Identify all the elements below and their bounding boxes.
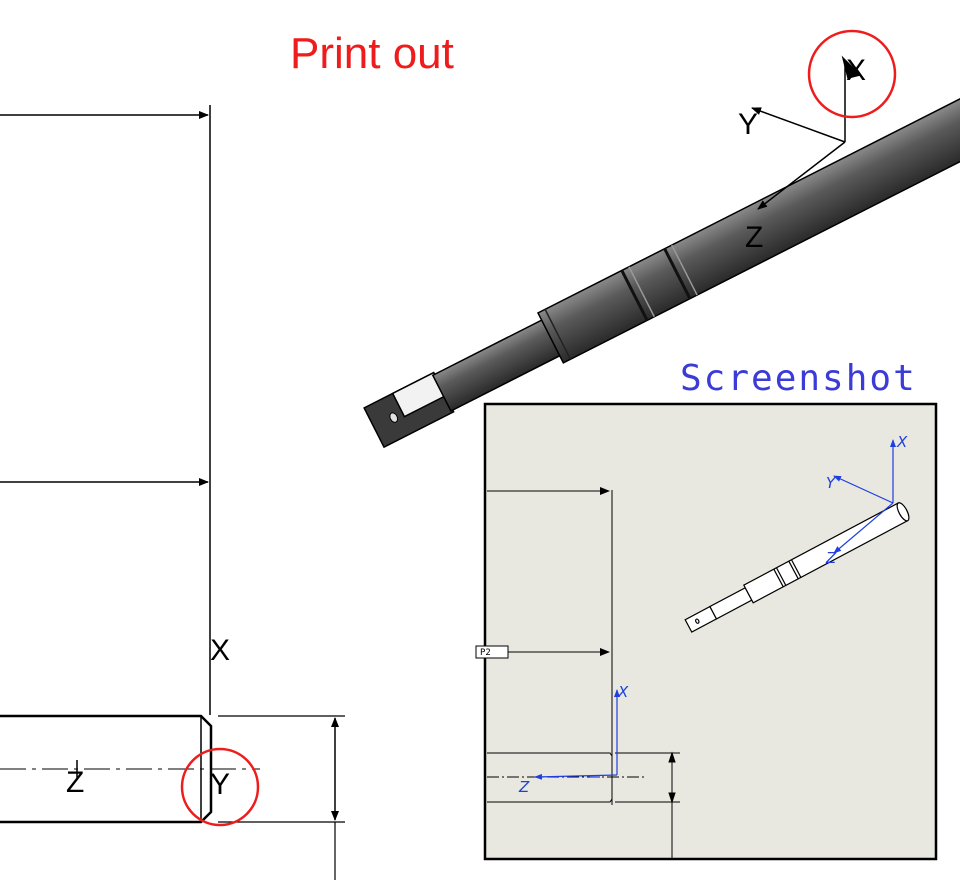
print-iso-axis-x-arrow — [841, 55, 862, 79]
screen-dim-tag-box — [475, 645, 509, 659]
print-iso-shaft — [363, 85, 960, 449]
screenshot-panel: P2 X Z X Y Z — [475, 402, 938, 861]
screen-side-axis-z-line — [534, 773, 618, 780]
screen-shaft-groove-1 — [773, 568, 784, 588]
shaft-small-section — [431, 318, 563, 412]
print-iso-axis-z: Z — [745, 221, 763, 254]
screen-shaft-far-end — [896, 502, 910, 522]
print-drawing — [0, 105, 345, 880]
screen-drawing — [475, 487, 680, 860]
screenshot-frame — [483, 402, 938, 861]
screen-side-axis-x: X — [617, 683, 629, 701]
print-iso-axis-y-line — [751, 107, 846, 143]
screen-iso-shaft — [684, 502, 910, 633]
screen-side-axis-z: Z — [518, 778, 530, 796]
highlight-circle-side-y — [180, 747, 260, 827]
screen-dim-tag: P2 — [480, 648, 491, 658]
screen-iso-axis-y: Y — [826, 474, 837, 492]
highlight-circle-iso-x — [807, 29, 897, 119]
shaft-step-line — [544, 309, 572, 360]
print-iso-axis-y: Y — [738, 108, 758, 141]
screen-iso-axis-y-line — [833, 475, 894, 504]
print-iso-axis-x: X — [846, 54, 866, 87]
print-side-axis-z: Z — [66, 766, 84, 799]
screen-shaft-groove-3 — [788, 560, 799, 580]
screen-shaft-groove-2 — [775, 567, 787, 586]
screenshot-label: Screenshot — [680, 358, 917, 399]
print-iso-axis-z-line — [757, 141, 846, 210]
screen-dim-arrow-bottom — [668, 792, 676, 804]
screen-side-triad — [534, 689, 620, 780]
screen-iso-axis-x: X — [896, 433, 908, 451]
shaft-groove-2 — [628, 266, 655, 318]
screen-shaft-hole — [695, 618, 700, 624]
shaft-groove-1 — [620, 269, 649, 322]
screen-iso-triad — [833, 439, 896, 554]
print-iso-triad — [751, 55, 862, 210]
shaft-groove-4 — [671, 244, 698, 296]
print-out-label: Print out — [290, 29, 454, 78]
shaft-groove-3 — [663, 248, 692, 300]
shaft-end-hole — [389, 412, 399, 423]
print-side-axis-x: X — [210, 634, 230, 667]
screen-iso-axis-z: Z — [825, 549, 837, 567]
print-side-axis-y: Y — [210, 768, 230, 801]
screen-shaft-groove-4 — [790, 559, 802, 578]
screen-dim-arrow-top — [668, 751, 676, 763]
screen-iso-axis-z-line — [833, 502, 894, 554]
shaft-main-body — [536, 85, 960, 364]
